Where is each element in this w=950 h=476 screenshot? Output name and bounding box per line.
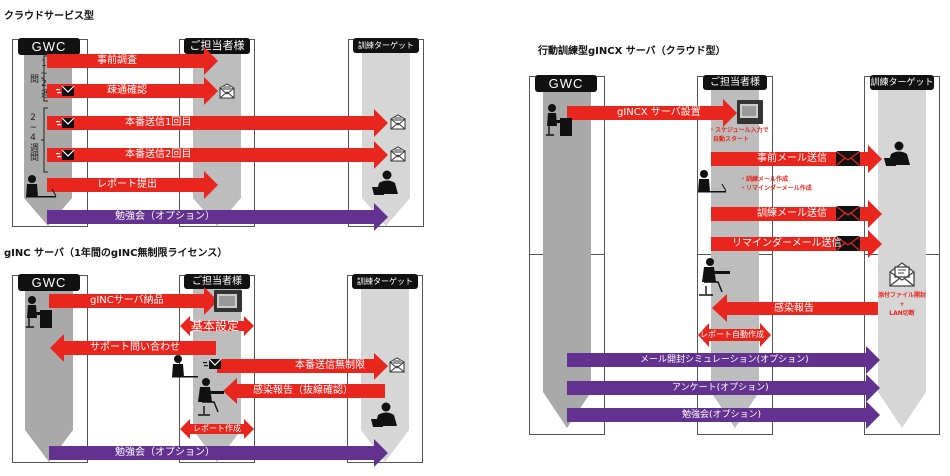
bracket-2 bbox=[41, 107, 48, 173]
arrow-gincx-7 bbox=[567, 374, 880, 402]
lane-target-3 bbox=[878, 86, 926, 428]
arrow-label-ginc-6: 勉強会（オプション） bbox=[115, 447, 215, 458]
arrow-cloud-3 bbox=[47, 141, 388, 169]
arrow-ginc-6 bbox=[49, 439, 388, 467]
mail-received-icon bbox=[390, 146, 406, 162]
lane-frame-gwc-2 bbox=[12, 275, 88, 463]
arrow-ginc-1 bbox=[180, 316, 254, 336]
lane-target bbox=[362, 48, 410, 226]
arrow-label-cloud-3: 本番送信2回目 bbox=[125, 149, 192, 160]
lane-header-staff-2: ご担当者様 bbox=[184, 274, 250, 289]
mail-received-icon bbox=[219, 83, 235, 99]
mail-send-icon bbox=[203, 358, 222, 369]
arrow-label-gincx-1: 事前メール送信 bbox=[757, 153, 827, 164]
arrow-label-gincx-6: メール開封シミュレーション(オプション) bbox=[640, 355, 809, 365]
arrow-label-ginc-4: 感染報告（抜線確認） bbox=[253, 385, 353, 396]
arrow-cloud-5 bbox=[47, 203, 388, 231]
lane-header-staff: ご担当者様 bbox=[184, 38, 250, 54]
note-target: 添付ファイル開封 + LAN切断 bbox=[877, 292, 926, 317]
arrow-label-gincx-7: アンケート(オプション) bbox=[672, 383, 769, 393]
mail-received-icon bbox=[390, 114, 406, 130]
operator-person-icon bbox=[26, 175, 57, 198]
desk-operator-icon bbox=[546, 104, 572, 136]
lane-header-target: 訓練ターゲット bbox=[353, 38, 419, 53]
mail-icon bbox=[836, 151, 860, 166]
lane-frame-staff-3-bottom bbox=[697, 255, 773, 435]
arrow-ginc-0 bbox=[49, 287, 218, 315]
arrow-label-gincx-5: レポート自動作成 bbox=[700, 330, 764, 339]
lane-frame-target-3-bottom bbox=[864, 255, 940, 435]
arrow-ginc-2 bbox=[50, 334, 216, 362]
arrow-gincx-0 bbox=[567, 99, 737, 127]
target-person-icon bbox=[372, 170, 398, 195]
lane-frame-gwc-3-bottom bbox=[529, 255, 605, 435]
open-mail-icon bbox=[889, 262, 915, 287]
arrow-gincx-8 bbox=[567, 401, 880, 429]
arrow-label-cloud-4: レポート提出 bbox=[97, 179, 157, 190]
arrow-gincx-6 bbox=[567, 346, 880, 374]
period-label-2: 2~4週間 bbox=[28, 113, 38, 161]
arrow-cloud-4 bbox=[47, 171, 218, 199]
note-schedule: ・スケジュール入力で 自動スタート bbox=[709, 127, 769, 143]
staff-laptop-icon bbox=[698, 170, 727, 193]
staff-chair-icon bbox=[198, 378, 224, 416]
lane-header-target-3: 訓練ターゲット bbox=[870, 75, 934, 90]
arrow-label-ginc-0: gINCサーバ納品 bbox=[90, 295, 164, 306]
arrow-label-ginc-1: 基本設定 bbox=[191, 319, 240, 333]
desk-operator-icon bbox=[26, 296, 52, 328]
arrow-label-gincx-0: gINCX サーバ設置 bbox=[617, 107, 701, 118]
mail-received-icon bbox=[389, 357, 405, 373]
arrow-cloud-1 bbox=[47, 77, 218, 105]
lane-header-target-2: 訓練ターゲット bbox=[352, 274, 418, 289]
bracket-1 bbox=[41, 55, 48, 102]
arrow-label-ginc-3: 本番送信無制限 bbox=[295, 360, 365, 371]
lane-target-2 bbox=[361, 284, 409, 462]
arrow-label-ginc-2: サポート問い合わせ bbox=[90, 342, 180, 353]
server-icon bbox=[214, 290, 242, 312]
lane-gwc-2 bbox=[25, 284, 73, 462]
staff-chair-icon bbox=[699, 258, 730, 296]
arrow-ginc-3 bbox=[217, 353, 388, 380]
mail-send-icon bbox=[56, 117, 75, 128]
lane-frame-gwc bbox=[12, 39, 88, 227]
mail-icon bbox=[836, 206, 860, 221]
arrow-ginc-5 bbox=[180, 419, 254, 439]
arrow-cloud-2 bbox=[47, 109, 388, 137]
arrow-gincx-5 bbox=[698, 323, 771, 347]
lane-header-staff-3: ご担当者様 bbox=[703, 75, 767, 90]
arrow-label-cloud-1: 疎通確認 bbox=[107, 85, 147, 96]
lane-staff-3 bbox=[711, 86, 759, 428]
arrow-label-gincx-8: 勉強会(オプション) bbox=[682, 410, 762, 420]
arrow-label-cloud-0: 事前調査 bbox=[97, 55, 137, 66]
diagram-title-cloud: クラウドサービス型 bbox=[4, 11, 94, 22]
diagram-title-ginc: gINC サーバ（1年間のgINC無制限ライセンス） bbox=[4, 248, 228, 259]
lane-header-gwc-3: GWC bbox=[535, 75, 597, 92]
lane-header-gwc-2: GWC bbox=[18, 274, 80, 291]
arrow-label-gincx-2: 訓練メール送信 bbox=[757, 208, 827, 219]
mail-send-icon bbox=[56, 85, 75, 96]
mail-send-icon bbox=[56, 149, 75, 160]
arrow-ginc-4 bbox=[223, 378, 385, 404]
staff-laptop-icon bbox=[172, 355, 198, 378]
lane-header-gwc: GWC bbox=[18, 38, 80, 55]
arrow-label-ginc-5: レポート作成 bbox=[193, 424, 241, 433]
arrow-cloud-0 bbox=[47, 47, 218, 75]
arrow-gincx-4 bbox=[712, 294, 878, 322]
arrow-label-gincx-3: リマインダーメール送信 bbox=[732, 238, 842, 249]
target-person-icon bbox=[371, 402, 397, 427]
mail-icon bbox=[836, 236, 860, 251]
arrow-label-gincx-4: 感染報告 bbox=[774, 303, 814, 314]
arrow-label-cloud-5: 勉強会（オプション） bbox=[115, 211, 215, 222]
lane-gwc-3 bbox=[543, 86, 591, 428]
server-icon bbox=[737, 100, 763, 124]
diagram-title-gincx: 行動訓練型gINCX サーバ（クラウド型） bbox=[538, 46, 726, 57]
target-person-icon bbox=[884, 141, 910, 166]
note-create: ・訓練メール作成 ・リマインダーメール作成 bbox=[740, 176, 812, 192]
arrow-label-cloud-2: 本番送信1回目 bbox=[125, 117, 192, 128]
